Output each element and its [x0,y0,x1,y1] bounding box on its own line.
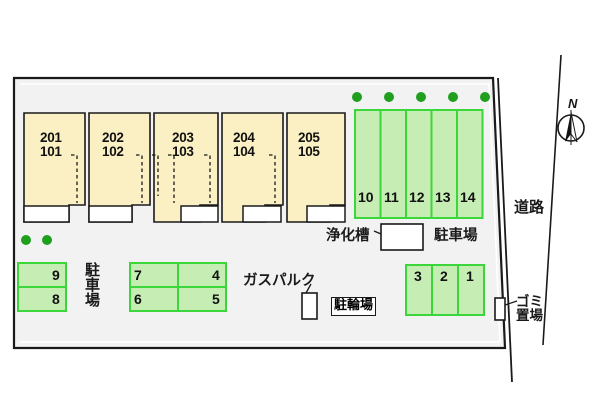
stall-number-4: 4 [212,267,220,283]
unit-upper-4: 204 [233,130,255,145]
stall-number-10: 10 [358,189,374,205]
stall-number-14: 14 [460,189,476,205]
unit-lower-3: 103 [172,144,194,159]
site-boundary-inner [20,83,501,343]
unit-upper-5: 205 [298,130,320,145]
unit-label-1: 201 101 [40,131,62,159]
stall-number-8: 8 [52,291,60,307]
southwest-parking-stalls-7456 [129,262,227,312]
unit-lower-4: 104 [233,144,255,159]
stall-number-2: 2 [440,268,448,284]
unit-block-3 [153,112,219,223]
unit-porch-1 [23,205,70,223]
unit-label-2: 202 102 [102,131,124,159]
west-tree-row [21,235,52,245]
unit-label-5: 205 105 [298,131,320,159]
unit-block-5 [286,112,346,223]
southwest-parking-stalls-98 [17,262,67,312]
unit-porch-5 [306,205,346,223]
bicycle-parking-label: 駐輪場 [331,297,377,316]
north-parking-label: 駐車場 [434,228,478,244]
north-arrow [557,110,585,145]
unit-upper-3: 203 [172,130,194,145]
unit-label-4: 204 104 [233,131,255,159]
unit-porch-2 [88,205,133,223]
gas-park-leader [305,283,312,294]
stall-number-1: 1 [466,268,474,284]
road-near-edge [497,77,513,383]
unit-porch-3 [180,205,219,223]
unit-stair-leaders [71,154,276,203]
southwest-parking-label: 駐車場 [83,262,101,307]
septic-tank-leader [373,230,382,235]
stall-number-11: 11 [384,189,399,205]
unit-block-4 [221,112,284,223]
garbage-area-leader [504,300,518,306]
septic-tank-label: 浄化槽 [326,228,370,244]
unit-upper-2: 202 [102,130,124,145]
north-parking-stalls [354,109,484,219]
north-tree-row [352,92,490,102]
gas-park-label: ガスパルク [243,273,316,289]
stall-number-3: 3 [414,268,422,284]
stall-number-6: 6 [134,291,142,307]
southeast-parking-stalls [405,264,485,316]
road-label: 道路 [514,198,545,216]
stall-number-13: 13 [435,189,451,205]
unit-lower-2: 102 [102,144,124,159]
unit-porch-4 [242,205,282,223]
road-far-edge [542,54,562,346]
garbage-area-label: ゴミ置場 [516,295,544,323]
septic-tank-box [380,223,424,251]
unit-lower-5: 105 [298,144,320,159]
stall-number-7: 7 [134,267,142,283]
gas-park-box [301,292,318,320]
stall-number-12: 12 [409,189,425,205]
garbage-area-box [494,297,506,321]
unit-label-3: 203 103 [172,131,194,159]
stall-number-5: 5 [212,291,220,307]
unit-upper-1: 201 [40,130,62,145]
stall-number-9: 9 [52,267,60,283]
garbage-area-text: ゴミ置場 [516,294,543,324]
north-arrow-label: N [568,96,578,111]
unit-lower-1: 101 [40,144,62,159]
